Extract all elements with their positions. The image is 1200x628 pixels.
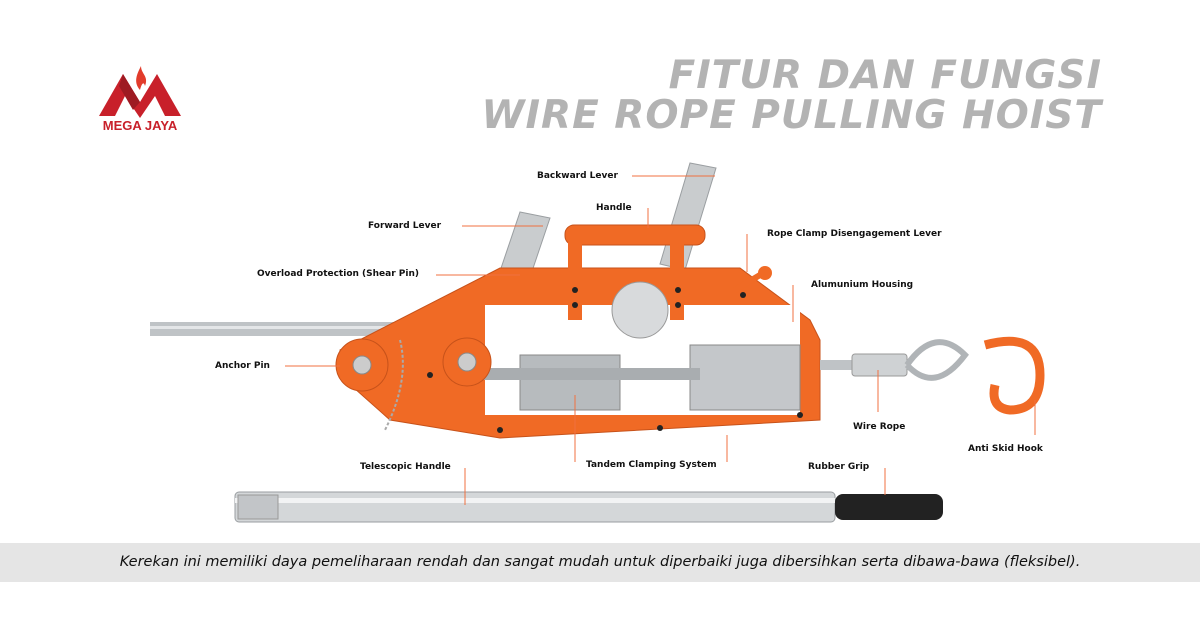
label-rubber-grip: Rubber Grip xyxy=(808,462,870,472)
brand-name: MEGA JAYA xyxy=(102,118,178,133)
label-tandem-clamping: Tandem Clamping System xyxy=(586,460,717,470)
label-rope-clamp-lever: Rope Clamp Disengagement Lever xyxy=(767,229,942,239)
label-backward-lever: Backward Lever xyxy=(537,171,618,181)
caption-text: Kerekan ini memiliki daya pemeliharaan r… xyxy=(119,554,1081,570)
label-telescopic-handle: Telescopic Handle xyxy=(360,462,451,472)
caption-band: Kerekan ini memiliki daya pemeliharaan r… xyxy=(0,543,1200,582)
label-overload-protection: Overload Protection (Shear Pin) xyxy=(257,269,419,279)
label-anti-skid-hook: Anti Skid Hook xyxy=(968,444,1043,454)
backward-lever xyxy=(659,162,717,271)
title-line-1: FITUR DAN FUNGSI xyxy=(668,53,1102,98)
label-forward-lever: Forward Lever xyxy=(368,221,442,231)
leader-lines xyxy=(285,175,1036,505)
logo xyxy=(97,60,183,120)
label-aluminium-housing: Alumunium Housing xyxy=(811,280,914,290)
telescopic-handle xyxy=(234,491,836,523)
title-line-2: WIRE ROPE PULLING HOIST xyxy=(481,93,1102,138)
logo-mark-icon xyxy=(99,66,181,118)
label-wire-rope: Wire Rope xyxy=(853,422,906,432)
label-handle: Handle xyxy=(596,203,632,213)
hook xyxy=(983,336,1045,415)
label-anchor-pin: Anchor Pin xyxy=(215,361,270,371)
rubber-grip xyxy=(835,494,943,520)
